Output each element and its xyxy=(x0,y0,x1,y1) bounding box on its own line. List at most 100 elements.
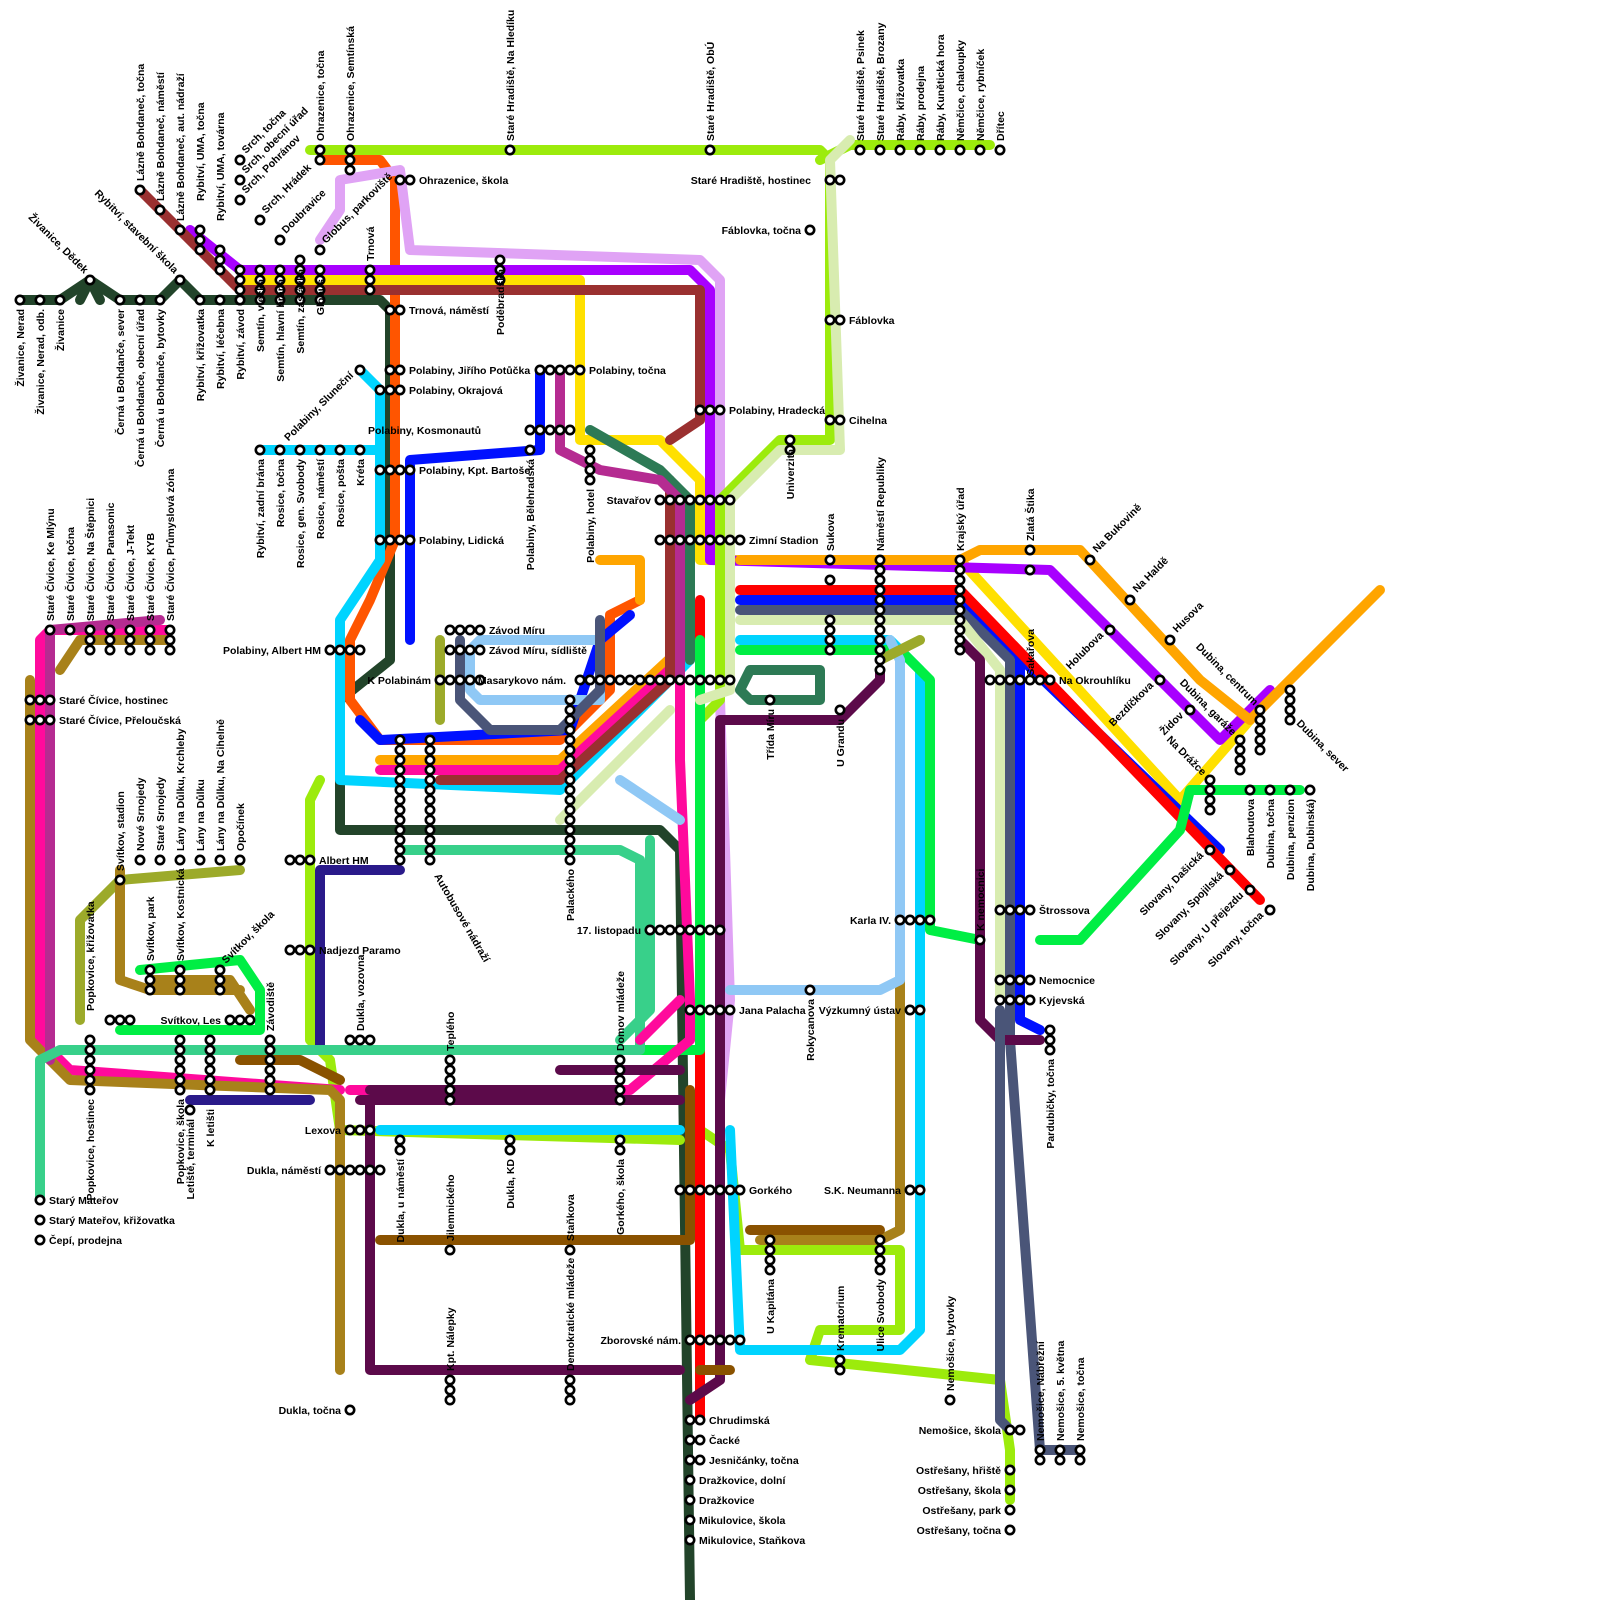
stop-marker-zborovske[interactable] xyxy=(696,1336,704,1344)
stop-marker-autobusove-b[interactable] xyxy=(426,786,434,794)
stop-marker-rybitvi-uma-tovarna[interactable] xyxy=(216,246,224,254)
stop-marker-zavod-miru-sidliste[interactable] xyxy=(456,646,464,654)
stop-marker-trnova-namesti[interactable] xyxy=(386,306,394,314)
stop-marker-sedmnact-listopadu[interactable] xyxy=(706,926,714,934)
stop-marker-polabiny-hotel[interactable] xyxy=(586,476,594,484)
stop-marker-dubina-centrum[interactable] xyxy=(1256,716,1264,724)
stop-marker-popkovice-hostinec[interactable] xyxy=(86,1036,94,1044)
stop-marker-dukla-namesti[interactable] xyxy=(336,1166,344,1174)
stop-marker-sedmnact-listopadu[interactable] xyxy=(646,926,654,934)
stop-marker-nemcice-chaloupky[interactable] xyxy=(956,146,964,154)
stop-marker-trnova[interactable] xyxy=(366,276,374,284)
stop-marker-palackeho[interactable] xyxy=(566,746,574,754)
stop-marker-albert-hm[interactable] xyxy=(286,856,294,864)
stop-marker-jana-palacha[interactable] xyxy=(726,1006,734,1014)
stop-marker-dukla-namesti[interactable] xyxy=(326,1166,334,1174)
stop-marker-polabiny-lidicka[interactable] xyxy=(376,536,384,544)
stop-marker-palackeho[interactable] xyxy=(566,806,574,814)
stop-marker-namesti-republiky[interactable] xyxy=(876,636,884,644)
stop-marker-nemosice-tocna[interactable] xyxy=(1076,1456,1084,1464)
stop-marker-dukla-kd[interactable] xyxy=(506,1136,514,1144)
stop-marker-stare-civice-hostinec[interactable] xyxy=(46,696,54,704)
stop-marker-krajsky-urad[interactable] xyxy=(956,596,964,604)
stop-marker-stare-civice-panasonic[interactable] xyxy=(106,646,114,654)
stop-marker-vyzkumny[interactable] xyxy=(906,1006,914,1014)
stop-marker-zavod-miru[interactable] xyxy=(466,626,474,634)
stop-marker-autobusove-a[interactable] xyxy=(396,736,404,744)
stop-marker-zivanice-nerad-odb[interactable] xyxy=(36,296,44,304)
stop-marker-popkovice-hostinec[interactable] xyxy=(86,1076,94,1084)
stop-marker-palackeho[interactable] xyxy=(566,736,574,744)
stop-marker-k-letisti[interactable] xyxy=(206,1076,214,1084)
stop-marker-autobusove-b[interactable] xyxy=(426,826,434,834)
stop-marker-svitkov-kostnicka[interactable] xyxy=(176,966,184,974)
stop-marker-k-letisti[interactable] xyxy=(206,1086,214,1094)
stop-marker-polabiny-kosmonautu[interactable] xyxy=(536,426,544,434)
stop-marker-polabiny-lidicka[interactable] xyxy=(386,536,394,544)
stop-marker-polabiny-okrajova[interactable] xyxy=(376,386,384,394)
stop-marker-stare-civice-preloucska[interactable] xyxy=(36,716,44,724)
stop-marker-dubina-garaze[interactable] xyxy=(1236,746,1244,754)
stop-marker-demokraticke[interactable] xyxy=(566,1376,574,1384)
stop-marker-nemosice-skola[interactable] xyxy=(1016,1426,1024,1434)
stop-marker-rybitvi-zavod-stack[interactable] xyxy=(236,296,244,304)
stop-marker-stankova[interactable] xyxy=(566,1246,574,1254)
stop-marker-opocinek[interactable] xyxy=(236,856,244,864)
stop-marker-nadjezd-paramo[interactable] xyxy=(286,946,294,954)
stop-marker-autobusove-b[interactable] xyxy=(426,806,434,814)
stop-marker-palackeho[interactable] xyxy=(566,726,574,734)
stop-marker-polabiny-lidicka[interactable] xyxy=(406,536,414,544)
stop-marker-popkovice-krizovatka[interactable] xyxy=(106,1016,114,1024)
stop-marker-masarykovo[interactable] xyxy=(616,676,624,684)
stop-marker-polabiny-kosmonautu[interactable] xyxy=(526,426,534,434)
stop-marker-masarykovo[interactable] xyxy=(586,676,594,684)
stop-marker-svitkov-kostnicka[interactable] xyxy=(176,976,184,984)
stop-marker-karla-iv[interactable] xyxy=(916,916,924,924)
stop-marker-stare-civice-jtekt[interactable] xyxy=(126,626,134,634)
stop-marker-masarykovo[interactable] xyxy=(576,676,584,684)
stop-marker-kpt-nalepky[interactable] xyxy=(446,1396,454,1404)
stop-marker-sedmnact-listopadu[interactable] xyxy=(656,926,664,934)
stop-marker-trnova[interactable] xyxy=(366,266,374,274)
stop-marker-stare-civice-jtekt[interactable] xyxy=(126,636,134,644)
stop-marker-palackeho[interactable] xyxy=(566,836,574,844)
stop-marker-zavodiste[interactable] xyxy=(266,1056,274,1064)
stop-marker-dubina-dubinska[interactable] xyxy=(1306,786,1314,794)
stop-marker-teplého[interactable] xyxy=(446,1096,454,1104)
stop-marker-zimni-stadion[interactable] xyxy=(726,536,734,544)
stop-marker-stare-civice-kyb[interactable] xyxy=(146,636,154,644)
stop-marker-palackeho[interactable] xyxy=(566,766,574,774)
stop-marker-halde[interactable] xyxy=(1126,596,1134,604)
stop-marker-rybitvi-zavod-stack[interactable] xyxy=(236,276,244,284)
stop-marker-stavarov[interactable] xyxy=(656,496,664,504)
stop-marker-zavodiste[interactable] xyxy=(266,1036,274,1044)
stop-marker-masarykovo[interactable] xyxy=(686,676,694,684)
stop-marker-semtin-zastavka[interactable] xyxy=(296,256,304,264)
stop-marker-sukova[interactable] xyxy=(826,576,834,584)
stop-marker-jana-palacha[interactable] xyxy=(716,1006,724,1014)
stop-marker-teplého[interactable] xyxy=(446,1076,454,1084)
stop-marker-svitkov-skola[interactable] xyxy=(216,986,224,994)
stop-marker-ulice-svobody[interactable] xyxy=(876,1266,884,1274)
stop-marker-stare-civice-kyb[interactable] xyxy=(146,646,154,654)
stop-marker-stare-hradiste-hostinec[interactable] xyxy=(836,176,844,184)
stop-marker-gorkeho[interactable] xyxy=(696,1186,704,1194)
stop-marker-zivanice-nerad[interactable] xyxy=(16,296,24,304)
stop-marker-krajsky-urad[interactable] xyxy=(956,626,964,634)
stop-marker-rybitvi-zavod-stack[interactable] xyxy=(236,266,244,274)
stop-marker-karla-iv[interactable] xyxy=(926,916,934,924)
stop-marker-svitkov-park[interactable] xyxy=(146,966,154,974)
stop-marker-kreta[interactable] xyxy=(356,446,364,454)
stop-marker-chrudimska[interactable] xyxy=(696,1416,704,1424)
stop-marker-karla-iv[interactable] xyxy=(896,916,904,924)
stop-marker-k-letisti[interactable] xyxy=(206,1036,214,1044)
stop-marker-autobusove-a[interactable] xyxy=(396,836,404,844)
stop-marker-kyjevska[interactable] xyxy=(1006,996,1014,1004)
stop-marker-mikulovice-skola[interactable] xyxy=(686,1516,694,1524)
stop-marker-lazne-aut[interactable] xyxy=(176,226,184,234)
stop-marker-domov-mladeze[interactable] xyxy=(616,1076,624,1084)
stop-marker-autobusove-a[interactable] xyxy=(396,756,404,764)
stop-marker-polabiny-hradecka[interactable] xyxy=(716,406,724,414)
stop-marker-cerna-bytovky[interactable] xyxy=(156,296,164,304)
stop-marker-rybitvi-uma-tocna[interactable] xyxy=(196,246,204,254)
